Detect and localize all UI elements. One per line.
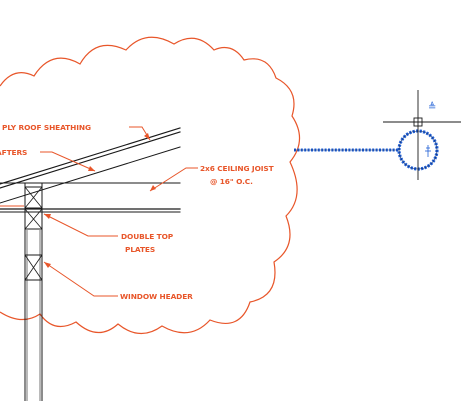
crosshair-cursor (383, 90, 461, 180)
top-plate-leader (43, 213, 118, 237)
annotations: PLY ROOF SHEATHING AFTERS 2x6 CEILING JO… (0, 123, 274, 301)
leader-arrowheads (44, 133, 156, 268)
wall-framing (24, 183, 43, 401)
callout-glyph-icon: ≜ (428, 101, 436, 113)
top-plate-label-line1[interactable]: DOUBLE TOP (121, 232, 174, 241)
rafters-label[interactable]: AFTERS (0, 148, 27, 157)
rafters-leader (40, 151, 96, 172)
joist-leader (149, 167, 198, 192)
header-label[interactable]: WINDOW HEADER (120, 292, 193, 301)
callout-text-marks (425, 145, 431, 157)
joist-label-line1[interactable]: 2x6 CEILING JOIST (200, 164, 274, 173)
top-plate-label-line2[interactable]: PLATES (125, 245, 155, 254)
header-leader (43, 261, 118, 297)
sheathing-label[interactable]: PLY ROOF SHEATHING (2, 123, 91, 132)
revision-cloud[interactable] (0, 36, 301, 335)
callout-bubble[interactable]: ≜ (294, 90, 461, 180)
joist-label-line2[interactable]: @ 16" O.C. (210, 177, 253, 186)
